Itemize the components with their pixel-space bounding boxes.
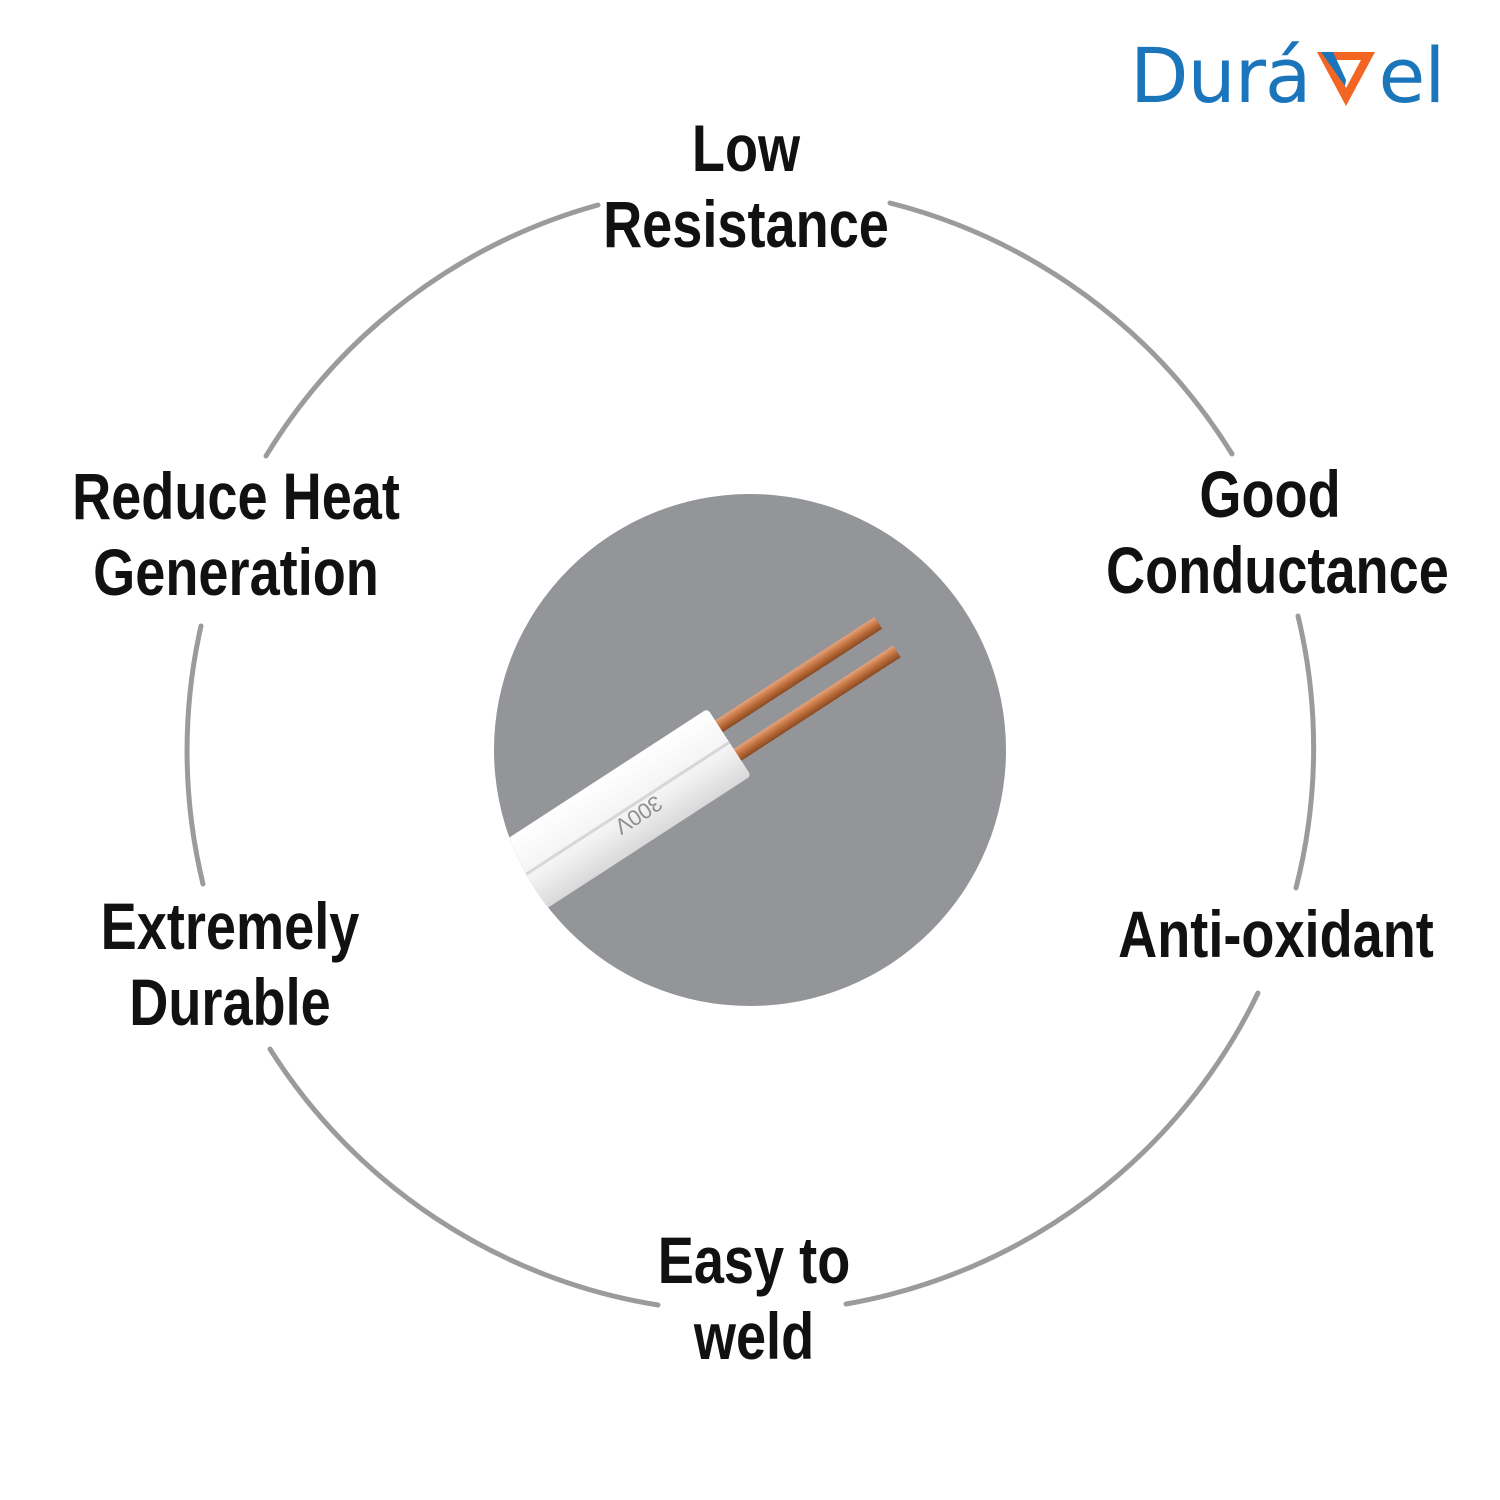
ring-segment-top-left <box>263 202 601 459</box>
copper-conductor-lower <box>725 645 901 767</box>
feature-line: Good <box>1199 457 1341 531</box>
brand-v-mark-icon <box>1316 52 1375 106</box>
outer-ring <box>184 200 1317 1308</box>
ring-segment-bottom-left <box>267 1046 661 1308</box>
feature-line: Durable <box>129 965 331 1039</box>
cable-image: 300V <box>494 616 901 976</box>
feature-line: Resistance <box>603 187 889 261</box>
feature-line: Anti-oxidant <box>1118 897 1434 971</box>
feature-line: Generation <box>93 535 379 609</box>
feature-line: Easy to <box>657 1223 851 1297</box>
feature-easy-to-weld: Easy to weld <box>590 1222 918 1374</box>
feature-line: Low <box>691 111 801 185</box>
ring-segment-left <box>184 623 206 887</box>
ring-segment-bottom-right <box>843 990 1261 1307</box>
feature-anti-oxidant: Anti-oxidant <box>1112 896 1440 972</box>
brand-name-part1: Durá <box>1130 31 1312 120</box>
cable-divider-groove <box>494 741 731 946</box>
copper-conductor-upper <box>706 616 883 738</box>
feature-line: Extremely <box>100 889 360 963</box>
feature-line: weld <box>693 1299 815 1373</box>
feature-low-resistance: Low Resistance <box>582 110 910 262</box>
ring-segment-top-right <box>887 200 1235 457</box>
feature-reduce-heat-generation: Reduce Heat Generation <box>72 458 400 610</box>
feature-line: Conductance <box>1106 533 1449 607</box>
feature-good-conductance: Good Conductance <box>1106 456 1449 608</box>
ring-segment-right <box>1293 613 1317 891</box>
feature-extremely-durable: Extremely Durable <box>66 888 394 1040</box>
brand-logo: Durá el <box>1130 36 1460 116</box>
brand-name-part2: el <box>1378 31 1446 120</box>
feature-line: Reduce Heat <box>72 459 400 533</box>
